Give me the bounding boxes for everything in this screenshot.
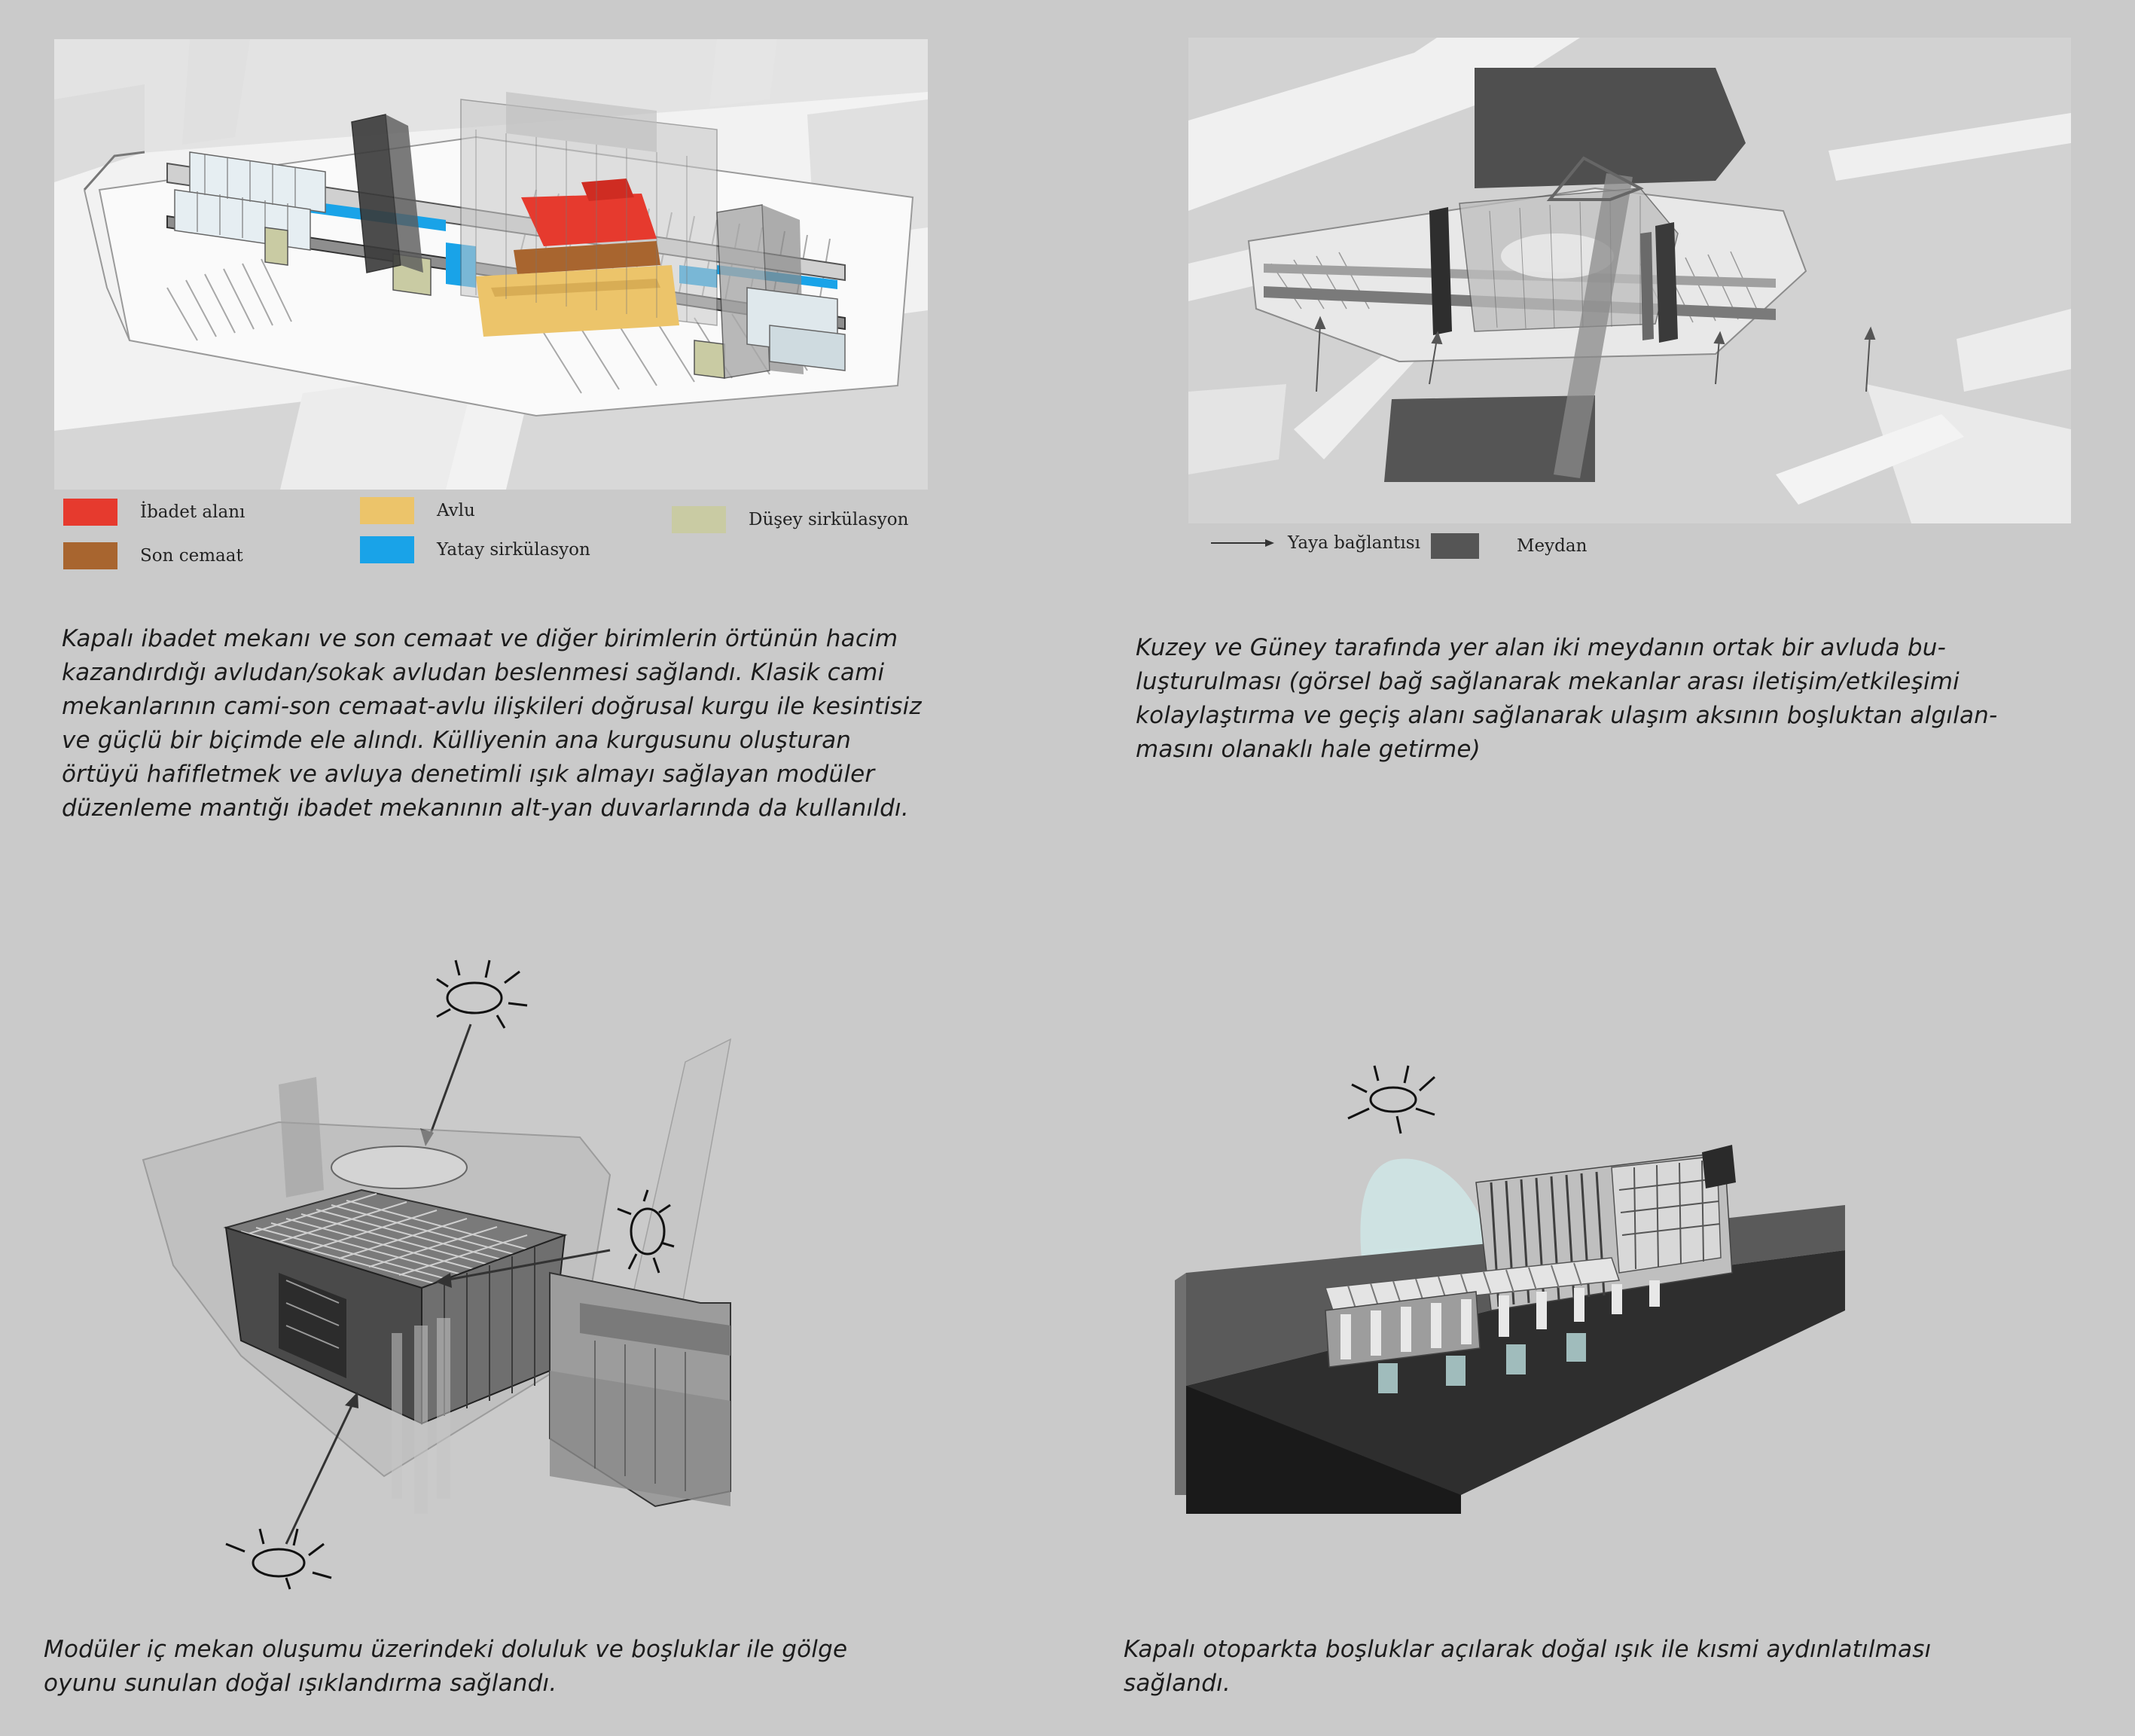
caption-line: masını olanaklı hale getirme) [1136, 736, 1481, 763]
sun-icon [617, 1189, 675, 1274]
legend-item-vertical-circulation: Düşey sirkülasyon [672, 506, 908, 533]
caption-zoning: Kapalı ibadet mekanı ve son cemaat ve di… [62, 622, 922, 825]
caption-line: kolaylaştırma ve geçiş alanı sağlanarak … [1136, 702, 1998, 729]
squares-diagram-image [1188, 38, 2071, 523]
caption-modular: Modüler iç mekan oluşumu üzerindeki dolu… [44, 1633, 847, 1701]
caption-line: luşturulması (görsel bağ sağlanarak meka… [1136, 668, 1960, 695]
caption-parking: Kapalı otoparkta boşluklar açılarak doğa… [1124, 1633, 1931, 1701]
sun-icon [225, 1528, 332, 1590]
square-swatch [1431, 533, 1479, 559]
legend-item-worship: İbadet alanı [63, 499, 245, 526]
legend-label: Düşey sirkülasyon [749, 510, 909, 529]
caption-line: ve güçlü bir biçimde ele alındı. Külliye… [62, 727, 852, 754]
legend-item-pedestrian: Yaya bağlantısı [1211, 533, 1420, 553]
sun-icon [436, 960, 528, 1029]
caption-line: Kapalı ibadet mekanı ve son cemaat ve di… [62, 625, 898, 652]
courtyard-swatch [360, 497, 414, 524]
legend-label: Yaya bağlantısı [1288, 533, 1420, 553]
legend-item-horizontal-circulation: Yatay sirkülasyon [360, 536, 590, 563]
caption-line: mekanlarının cami-son cemaat-avlu ilişki… [62, 693, 922, 720]
caption-line: Kuzey ve Güney tarafında yer alan iki me… [1136, 634, 1946, 661]
caption-line: örtüyü hafifletmek ve avluya denetimli ı… [62, 761, 875, 788]
legend-label: Meydan [1517, 536, 1588, 556]
legend-label: Son cemaat [140, 546, 243, 566]
horizontal-circulation-swatch [360, 536, 414, 563]
caption-line: kazandırdığı avludan/sokak avludan besle… [62, 659, 885, 686]
legend-item-square: Meydan [1431, 533, 1587, 559]
caption-line: Modüler iç mekan oluşumu üzerindeki dolu… [44, 1636, 848, 1663]
caption-squares: Kuzey ve Güney tarafında yer alan iki me… [1136, 631, 1997, 767]
sun-icon [1347, 1065, 1436, 1134]
legend-label: Yatay sirkülasyon [437, 540, 590, 560]
parking-light-diagram [1175, 1062, 1853, 1514]
legend-label: İbadet alanı [140, 502, 246, 522]
arrow-right-icon [1211, 539, 1274, 547]
caption-line: düzenleme mantığı ibadet mekanının alt-y… [62, 795, 909, 822]
last-congregation-swatch [63, 542, 117, 569]
caption-line: Kapalı otoparkta boşluklar açılarak doğa… [1124, 1636, 1932, 1663]
modular-light-diagram [128, 949, 836, 1612]
legend-label: Avlu [437, 501, 475, 520]
legend-item-courtyard: Avlu [360, 497, 475, 524]
caption-line: oyunu sunulan doğal ışıklandırma sağland… [44, 1670, 557, 1697]
vertical-circulation-swatch [672, 506, 726, 533]
legend-item-last-congregation: Son cemaat [63, 542, 243, 569]
zoning-diagram-image [54, 39, 928, 490]
caption-line: sağlandı. [1124, 1670, 1231, 1697]
worship-swatch [63, 499, 117, 526]
